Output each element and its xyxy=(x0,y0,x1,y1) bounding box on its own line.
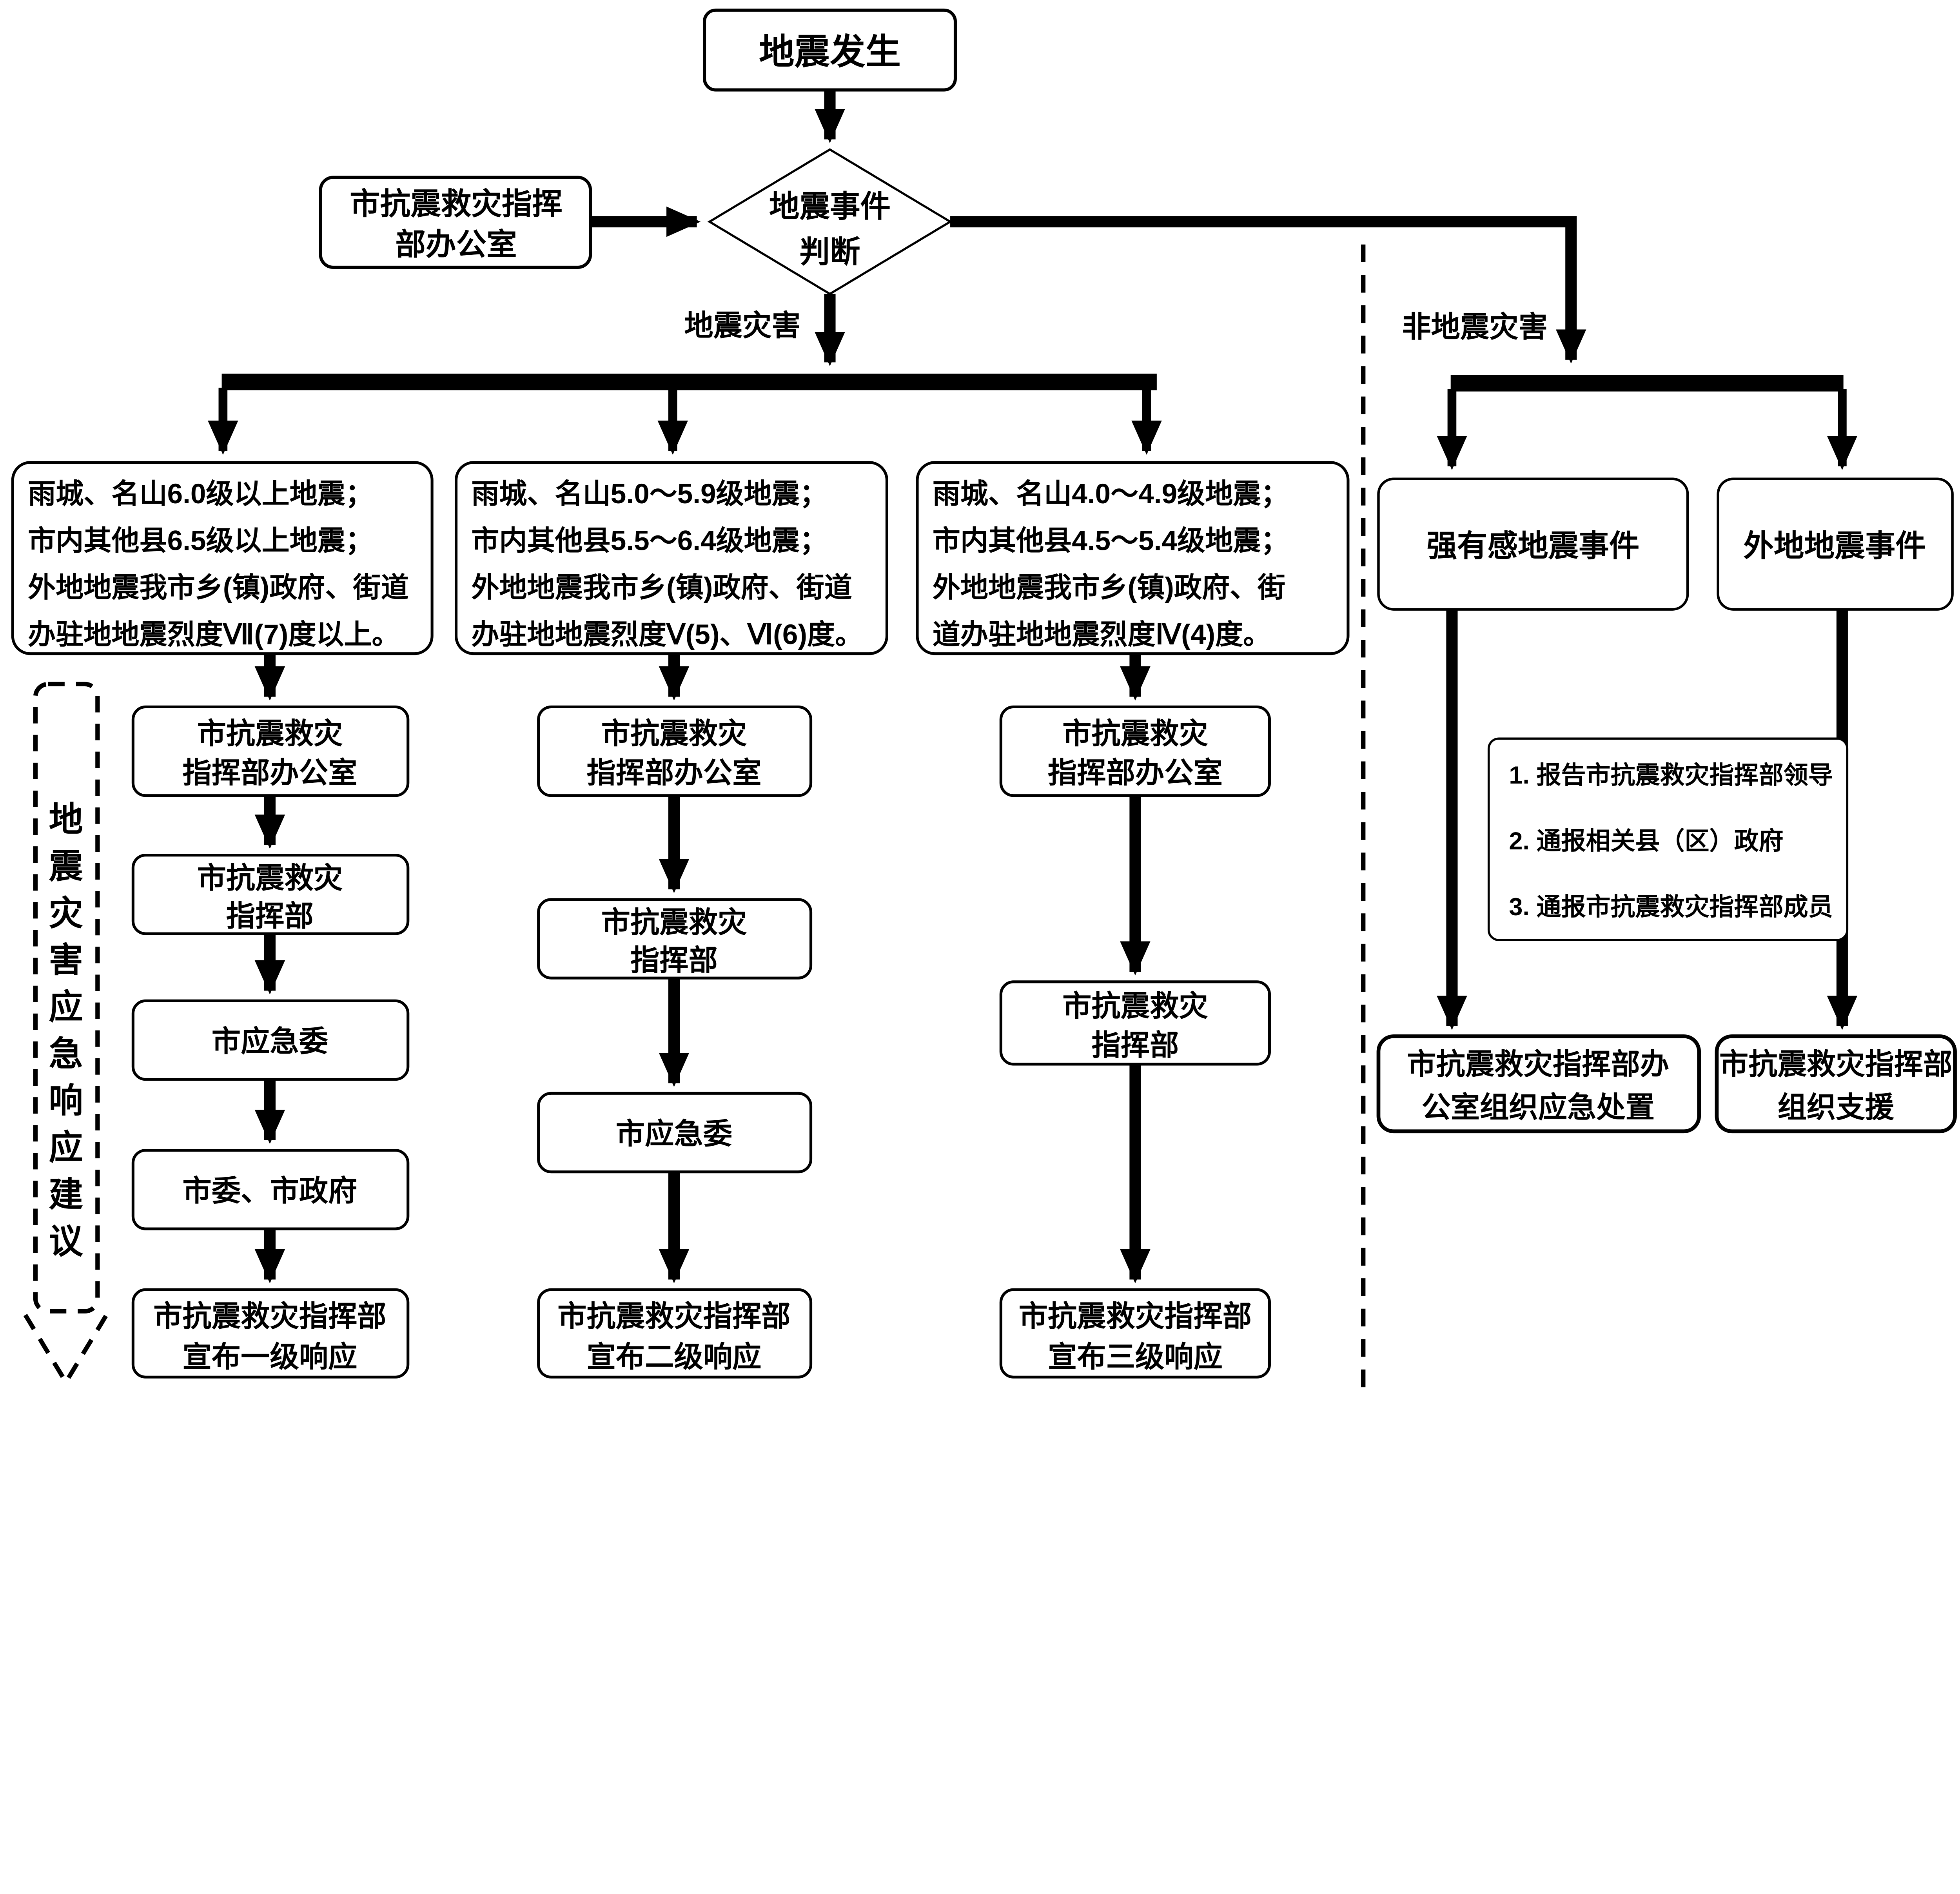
condition-2-line: 市内其他县5.5～6.4级地震； xyxy=(471,526,828,557)
step-label: 指挥部 xyxy=(226,900,314,932)
quake-branch-bar xyxy=(221,374,1157,390)
side-note-vertical-text: 地 震 灾 害 应 急 响 应 建 议 xyxy=(49,801,83,1261)
event-box-external xyxy=(1717,477,1954,611)
step-box-c1-level1-response xyxy=(131,1288,410,1379)
office-input-line: 部办公室 xyxy=(395,228,517,261)
start-label: 地震发生 xyxy=(759,32,901,72)
step-label: 市应急委 xyxy=(616,1118,732,1150)
step-label: 市委、市政府 xyxy=(182,1175,357,1207)
side-note-char: 急 xyxy=(49,1035,83,1073)
note-line: 3. 通报市抗震救灾指挥部成员 xyxy=(1509,893,1833,921)
step-label: 市抗震救灾 xyxy=(197,717,343,750)
event-label: 外地地震事件 xyxy=(1743,529,1926,563)
notes-box xyxy=(1487,737,1849,941)
event-box-strong-felt xyxy=(1377,477,1689,611)
step-label: 指挥部 xyxy=(1091,1029,1179,1061)
decision-line: 判断 xyxy=(799,235,860,269)
side-note-box xyxy=(33,682,100,1313)
condition-2-line: 雨城、名山5.0～5.9级地震； xyxy=(471,479,828,510)
note-line: 1. 报告市抗震救灾指挥部领导 xyxy=(1509,762,1833,789)
decision-line: 地震事件 xyxy=(769,190,891,223)
side-note-char: 应 xyxy=(49,1129,83,1167)
step-label: 指挥部 xyxy=(630,944,718,976)
event-label: 强有感地震事件 xyxy=(1426,529,1639,563)
condition-3-line: 外地地震我市乡(镇)政府、街 xyxy=(933,572,1285,603)
side-note-char: 应 xyxy=(49,988,83,1026)
step-label: 宣布三级响应 xyxy=(1048,1341,1223,1373)
step-box-c2-level2-response xyxy=(537,1288,813,1379)
side-note-char: 震 xyxy=(49,847,83,885)
earthquake-response-flowchart: 地震发生 市抗震救灾指挥 部办公室 地震事件 判断 地震灾害 非地震灾害 雨城、… xyxy=(11,8,1957,1391)
outcome-line: 组织支援 xyxy=(1778,1091,1895,1123)
step-label: 宣布一级响应 xyxy=(182,1341,357,1373)
step-label: 宣布二级响应 xyxy=(586,1341,761,1373)
condition-3-line: 道办驻地地震烈度Ⅳ(4)度。 xyxy=(933,619,1271,650)
side-note-char: 害 xyxy=(49,941,83,979)
arrow-decision-right xyxy=(950,216,1586,364)
outcome-line: 市抗震救灾指挥部 xyxy=(1719,1048,1953,1080)
step-label: 市抗震救灾 xyxy=(1062,717,1208,750)
condition-1-line: 办驻地地震烈度Ⅶ(7)度以上。 xyxy=(28,619,400,650)
step-label: 市抗震救灾 xyxy=(1062,990,1208,1022)
step-label: 市抗震救灾 xyxy=(197,862,343,894)
step-box-c3-level3-response xyxy=(999,1288,1271,1379)
side-note-char: 地 xyxy=(49,801,83,839)
step-label: 市抗震救灾指挥部 xyxy=(1019,1300,1252,1333)
step-label: 指挥部办公室 xyxy=(586,757,761,789)
label-quake-disaster: 地震灾害 xyxy=(684,309,800,342)
step-label: 指挥部办公室 xyxy=(1048,757,1223,789)
step-label: 市抗震救灾 xyxy=(601,906,747,938)
condition-2-line: 外地地震我市乡(镇)政府、街道 xyxy=(471,572,852,603)
outcome-box-support xyxy=(1715,1034,1957,1134)
side-note-char: 灾 xyxy=(49,894,83,932)
label-non-quake-disaster: 非地震灾害 xyxy=(1402,310,1548,343)
condition-1-line: 市内其他县6.5级以上地震； xyxy=(28,526,373,557)
note-line: 2. 通报相关县（区）政府 xyxy=(1509,827,1783,855)
side-note-char: 议 xyxy=(49,1223,83,1261)
step-label: 指挥部办公室 xyxy=(182,757,357,789)
step-label: 市抗震救灾 xyxy=(601,717,747,750)
step-label: 市抗震救灾指挥部 xyxy=(153,1300,387,1333)
condition-1-line: 雨城、名山6.0级以上地震； xyxy=(28,479,373,510)
condition-box-1 xyxy=(11,461,434,655)
condition-3-line: 雨城、名山4.0～4.9级地震； xyxy=(933,479,1289,510)
office-input-line: 市抗震救灾指挥 xyxy=(350,187,563,221)
outcome-line: 市抗震救灾指挥部办 xyxy=(1407,1048,1669,1080)
step-label: 市抗震救灾指挥部 xyxy=(557,1300,791,1333)
step-label: 市应急委 xyxy=(212,1025,328,1058)
outcome-box-office-response xyxy=(1376,1034,1701,1134)
outcome-line: 公室组织应急处置 xyxy=(1421,1091,1655,1123)
side-note-arrow-down xyxy=(23,1313,109,1387)
side-note-char: 响 xyxy=(49,1082,83,1120)
condition-2-line: 办驻地地震烈度Ⅴ(5)、Ⅵ(6)度。 xyxy=(471,619,863,650)
side-note-char: 建 xyxy=(49,1176,83,1214)
non-quake-branch-bar xyxy=(1450,375,1844,392)
condition-3-line: 市内其他县4.5～5.4级地震； xyxy=(933,526,1289,557)
condition-1-line: 外地地震我市乡(镇)政府、街道 xyxy=(28,572,409,603)
